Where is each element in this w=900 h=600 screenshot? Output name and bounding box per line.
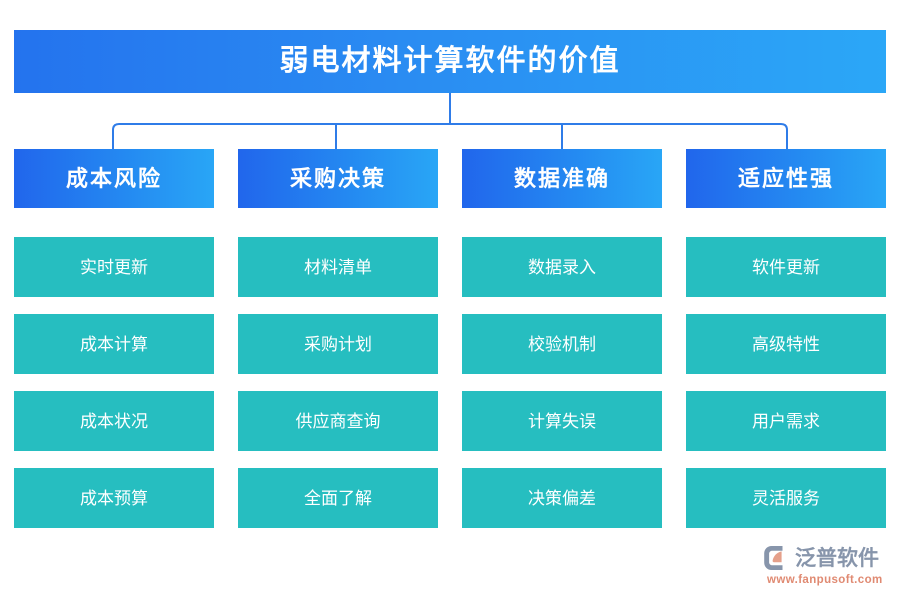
category-header-2-label: 采购决策 xyxy=(289,165,386,191)
category-header-4[interactable]: 适应性强 xyxy=(686,149,886,208)
item-box[interactable]: 成本状况 xyxy=(14,391,214,451)
item-label: 校验机制 xyxy=(528,334,596,354)
item-label: 全面了解 xyxy=(304,488,372,508)
column-adaptability: 适应性强 软件更新 高级特性 用户需求 灵活服务 xyxy=(686,149,886,528)
logo-row: 泛普软件 xyxy=(762,543,879,573)
category-header-3[interactable]: 数据准确 xyxy=(462,149,662,208)
item-label: 成本预算 xyxy=(80,488,148,508)
item-label: 高级特性 xyxy=(752,334,820,354)
item-box[interactable]: 用户需求 xyxy=(686,391,886,451)
item-label: 计算失误 xyxy=(528,411,596,431)
item-label: 成本状况 xyxy=(80,411,148,431)
item-box[interactable]: 软件更新 xyxy=(686,237,886,297)
item-label: 软件更新 xyxy=(752,257,820,277)
item-label: 实时更新 xyxy=(80,257,148,277)
columns-container: 成本风险 实时更新 成本计算 成本状况 成本预算 采购决策 材料清单 xyxy=(14,149,886,528)
logo-website-url: www.fanpusoft.com xyxy=(767,574,883,586)
logo-company-name: 泛普软件 xyxy=(795,546,879,570)
item-box[interactable]: 采购计划 xyxy=(238,314,438,374)
category-header-3-label: 数据准确 xyxy=(513,165,610,191)
diagram-title-bar: 弱电材料计算软件的价值 xyxy=(14,30,886,93)
category-header-1-label: 成本风险 xyxy=(65,165,162,191)
logo-mark-outer-shape xyxy=(764,546,783,570)
item-label: 灵活服务 xyxy=(752,488,820,508)
item-label: 决策偏差 xyxy=(528,488,596,508)
item-box[interactable]: 灵活服务 xyxy=(686,468,886,528)
item-box[interactable]: 全面了解 xyxy=(238,468,438,528)
connector-bracket xyxy=(112,93,788,149)
item-box[interactable]: 成本预算 xyxy=(14,468,214,528)
item-label: 采购计划 xyxy=(304,334,372,354)
category-header-4-label: 适应性强 xyxy=(737,165,834,191)
column-data-accuracy: 数据准确 数据录入 校验机制 计算失误 决策偏差 xyxy=(462,149,662,528)
item-box[interactable]: 校验机制 xyxy=(462,314,662,374)
fanpu-logo-icon xyxy=(764,546,783,570)
item-label: 成本计算 xyxy=(80,334,148,354)
category-header-1[interactable]: 成本风险 xyxy=(14,149,214,208)
page-title: 弱电材料计算软件的价值 xyxy=(279,45,621,77)
column-procurement-decision: 采购决策 材料清单 采购计划 供应商查询 全面了解 xyxy=(238,149,438,528)
item-box[interactable]: 高级特性 xyxy=(686,314,886,374)
item-box[interactable]: 实时更新 xyxy=(14,237,214,297)
connector-horizontal-rail xyxy=(112,123,788,149)
item-label: 用户需求 xyxy=(752,411,820,431)
item-box[interactable]: 材料清单 xyxy=(238,237,438,297)
item-box[interactable]: 成本计算 xyxy=(14,314,214,374)
item-label: 材料清单 xyxy=(304,257,372,277)
item-box[interactable]: 供应商查询 xyxy=(238,391,438,451)
logo-mark-inner-shape xyxy=(772,551,782,563)
column-cost-risk: 成本风险 实时更新 成本计算 成本状况 成本预算 xyxy=(14,149,214,528)
item-label: 数据录入 xyxy=(528,257,596,277)
item-box[interactable]: 计算失误 xyxy=(462,391,662,451)
company-logo: 泛普软件 www.fanpusoft.com xyxy=(762,543,890,589)
item-box[interactable]: 决策偏差 xyxy=(462,468,662,528)
item-label: 供应商查询 xyxy=(295,411,381,431)
item-box[interactable]: 数据录入 xyxy=(462,237,662,297)
category-header-2[interactable]: 采购决策 xyxy=(238,149,438,208)
